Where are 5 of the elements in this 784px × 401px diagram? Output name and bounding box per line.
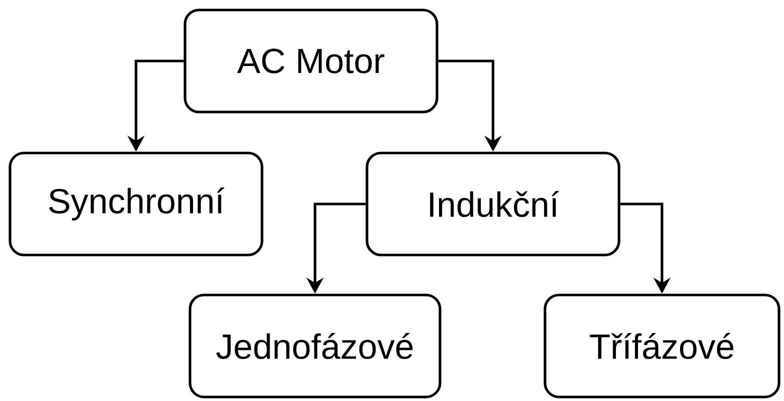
process-box: Jednofázové	[188, 294, 442, 398]
process-box: AC Motor	[184, 8, 438, 114]
process-box: Indukční	[366, 152, 620, 256]
process-box: Synchronní	[8, 152, 264, 256]
process-box: Třífázové	[544, 294, 780, 398]
